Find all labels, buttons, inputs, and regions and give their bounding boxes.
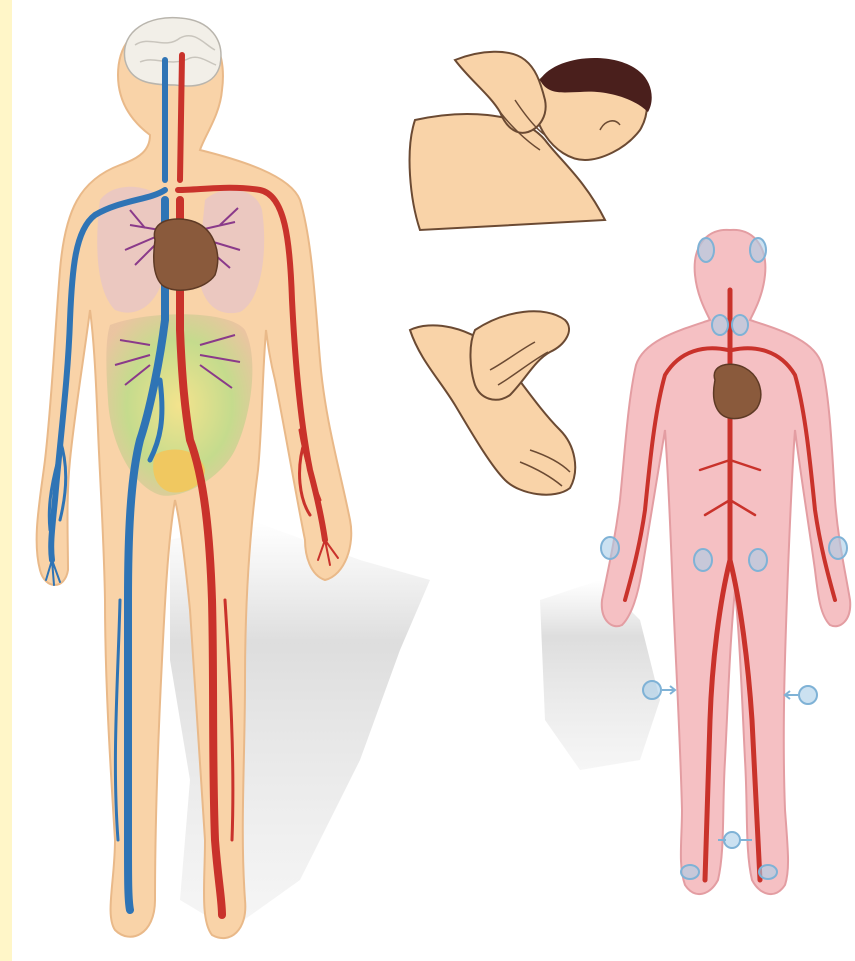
pulse-marker-dorsalis-left <box>681 865 699 879</box>
pulse-marker-carotid-right <box>732 315 748 335</box>
pulse-marker-temporal-left <box>698 238 714 262</box>
pulse-marker-femoral-left <box>694 549 712 571</box>
pulse-marker-femoral-right <box>749 549 767 571</box>
pulse-marker-tibial <box>724 832 740 848</box>
pulse-marker-popliteal-right <box>799 686 817 704</box>
pulse-marker-dorsalis-right <box>759 865 777 879</box>
pulse-marker-temporal-right <box>750 238 766 262</box>
pulse-marker-popliteal-left <box>643 681 661 699</box>
pulse-marker-radial-right <box>829 537 847 559</box>
pulse-marker-radial-left <box>601 537 619 559</box>
pulse-marker-carotid-left <box>712 315 728 335</box>
brain-icon <box>124 18 220 86</box>
